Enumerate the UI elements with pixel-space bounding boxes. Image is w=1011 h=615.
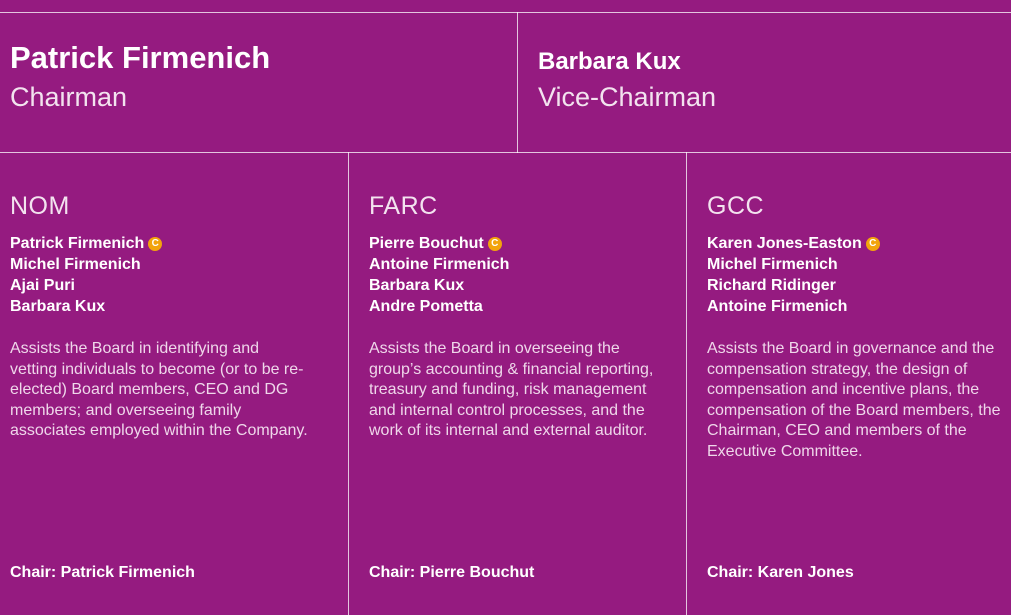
chair-badge-icon: C bbox=[487, 236, 502, 251]
chairman-name: Patrick Firmenich bbox=[10, 40, 271, 75]
member-item: Andre Pometta bbox=[369, 298, 483, 315]
chair-badge-icon: C bbox=[865, 236, 880, 251]
member-item: Richard Ridinger bbox=[707, 277, 836, 294]
chairman-role: Chairman bbox=[10, 82, 128, 112]
committee-description: Assists the Board in governance and the … bbox=[707, 340, 1001, 460]
committee-divider-2 bbox=[686, 152, 687, 615]
committee-title: GCC bbox=[707, 192, 765, 220]
member-item: Michel Firmenich bbox=[707, 256, 838, 273]
committee-title: FARC bbox=[369, 192, 438, 220]
committee-description: Assists the Board in overseeing the grou… bbox=[369, 340, 654, 439]
chair-badge-icon: C bbox=[148, 236, 163, 251]
leaders-divider bbox=[517, 12, 518, 153]
member-item: Antoine Firmenich bbox=[707, 298, 848, 315]
committee-chair: Chair: Patrick Firmenich bbox=[10, 564, 195, 581]
member-item: Michel Firmenich bbox=[10, 256, 141, 273]
member-item: Barbara Kux bbox=[10, 298, 106, 315]
middle-divider bbox=[0, 152, 1011, 153]
member-item: Ajai Puri bbox=[10, 277, 75, 294]
committee-description: Assists the Board in identifying and vet… bbox=[10, 340, 308, 439]
vice-chairman-role: Vice-Chairman bbox=[538, 82, 717, 112]
committee-divider-1 bbox=[348, 152, 349, 615]
member-item: Barbara Kux bbox=[369, 277, 465, 294]
member-item: Antoine Firmenich bbox=[369, 256, 510, 273]
vice-chairman-name: Barbara Kux bbox=[538, 48, 681, 75]
committee-chair: Chair: Karen Jones bbox=[707, 564, 854, 581]
top-divider bbox=[0, 12, 1011, 13]
committee-title: NOM bbox=[10, 192, 70, 220]
committee-chair: Chair: Pierre Bouchut bbox=[369, 564, 535, 581]
